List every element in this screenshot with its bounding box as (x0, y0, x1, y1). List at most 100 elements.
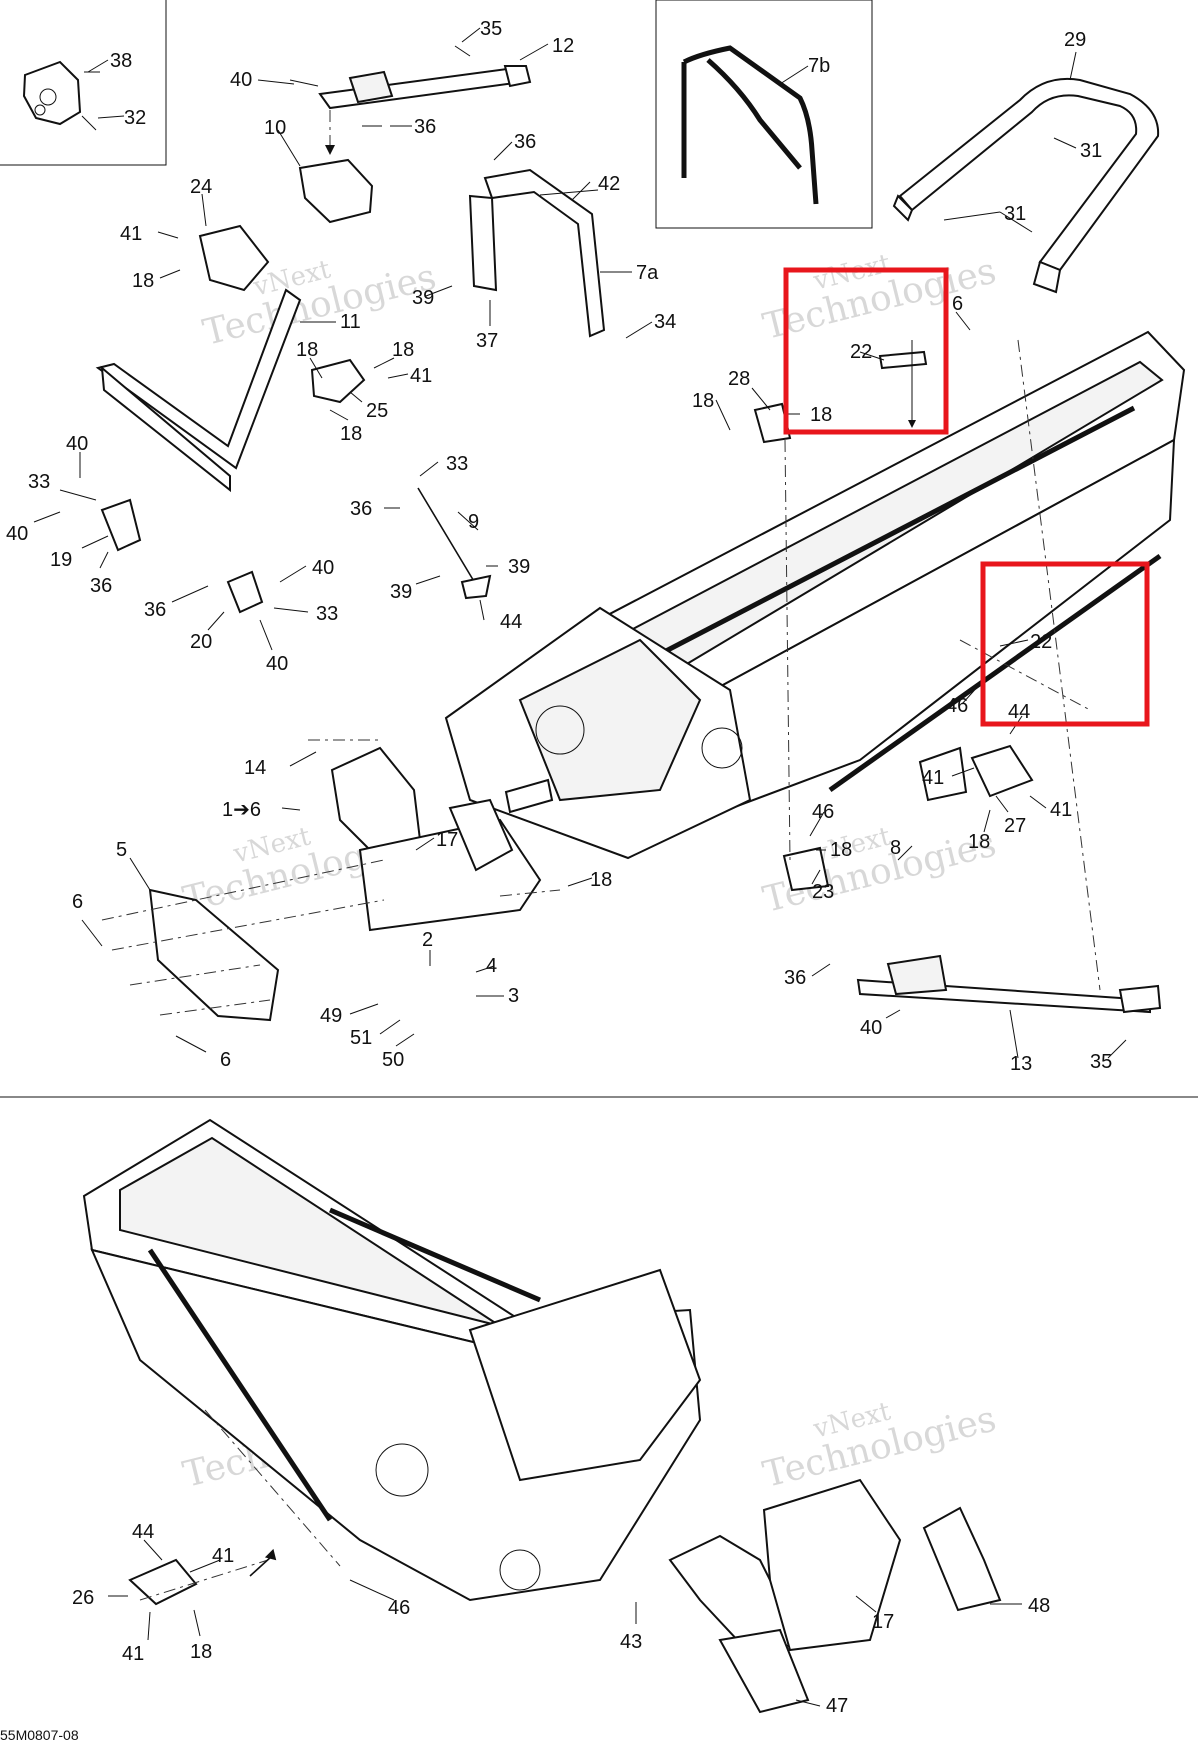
callout-label: 51 (350, 1027, 372, 1049)
callout-label: 39 (412, 287, 434, 309)
callout-label: 2 (422, 929, 433, 951)
callout-label: 19 (50, 549, 72, 571)
bracket-10 (298, 158, 374, 224)
callout-label: 6 (220, 1049, 231, 1071)
callout-label: 36 (350, 498, 372, 520)
callout-label: 41 (922, 767, 944, 789)
callout-label: 27 (1004, 815, 1026, 837)
callout-label: 17 (436, 829, 458, 851)
callout-label: 18 (968, 831, 990, 853)
callout-label: 18 (340, 423, 362, 445)
callout-label: 33 (316, 603, 338, 625)
rod-9 (417, 487, 492, 600)
callout-label: 10 (264, 117, 286, 139)
callout-label: 40 (312, 557, 334, 579)
tube-12 (289, 45, 532, 155)
callout-label: 41 (122, 1643, 144, 1665)
callout-label: 1➔6 (222, 799, 261, 821)
callout-label: 42 (598, 173, 620, 195)
callout-label: 11 (340, 311, 361, 333)
bracket-19 (100, 498, 142, 552)
tunnel-upper (444, 330, 1186, 860)
callout-label: 22 (850, 341, 872, 363)
callout-label: 23 (812, 881, 834, 903)
callout-label: 26 (72, 1587, 94, 1609)
callout-label: 34 (654, 311, 676, 333)
centerlines-upper (101, 339, 1101, 1016)
callout-label: 48 (1028, 1595, 1050, 1617)
callout-label: 36 (514, 131, 536, 153)
callout-label: 32 (124, 107, 146, 129)
callout-label: 36 (784, 967, 806, 989)
inset-frames (0, 0, 1198, 1098)
hoop-29 (892, 77, 1160, 294)
callout-label: 40 (266, 653, 288, 675)
callout-label: 46 (812, 801, 834, 823)
callouts: 38 32 35 12 40 36 10 7b 29 31 31 24 41 1… (6, 18, 1112, 1717)
callout-label: 35 (1090, 1051, 1112, 1073)
suspension-upper (148, 744, 1162, 1022)
callout-label: 14 (244, 757, 266, 779)
callout-label: 4 (486, 955, 497, 977)
callout-label: 49 (320, 1005, 342, 1027)
callout-label: 28 (728, 368, 750, 390)
callout-label: 40 (66, 433, 88, 455)
hoop-7b (681, 45, 819, 205)
callout-label: 9 (468, 511, 479, 533)
callout-label: 25 (366, 400, 388, 422)
callout-label: 41 (1050, 799, 1072, 821)
callout-label: 13 (1010, 1053, 1032, 1075)
figure-code: 55M0807-08 (0, 1727, 79, 1743)
callout-label: 40 (860, 1017, 882, 1039)
callout-label: 3 (508, 985, 519, 1007)
callout-label: 35 (480, 18, 502, 40)
callout-label: 22 (1030, 631, 1052, 653)
tunnel-lower (82, 1118, 1002, 1714)
bracket-25 (310, 358, 366, 404)
callout-label: 44 (1008, 701, 1030, 723)
callout-label: 17 (872, 1611, 894, 1633)
callout-label: 50 (382, 1049, 404, 1071)
callout-label: 47 (826, 1695, 848, 1717)
callout-label: 8 (890, 837, 901, 859)
callout-label: 44 (500, 611, 522, 633)
callout-label: 18 (132, 270, 154, 292)
highlight-box-upper (783, 267, 949, 435)
callout-label: 46 (388, 1597, 410, 1619)
callout-label: 40 (6, 523, 28, 545)
callout-label: 36 (414, 116, 436, 138)
callout-label: 38 (110, 50, 132, 72)
callout-label: 18 (692, 390, 714, 412)
washer-22-upper (878, 340, 928, 428)
top-parts (22, 45, 1160, 614)
bracket-7a (468, 168, 606, 338)
bracket-38 (22, 60, 100, 131)
callout-label: 31 (1004, 203, 1026, 225)
frame-11 (95, 224, 302, 493)
callout-label: 24 (190, 176, 212, 198)
callout-label: 18 (590, 869, 612, 891)
bracket-20 (226, 570, 264, 614)
callout-label: 41 (212, 1545, 234, 1567)
callout-label: 29 (1064, 29, 1086, 51)
callout-label: 36 (144, 599, 166, 621)
callout-label: 33 (446, 453, 468, 475)
callout-label: 37 (476, 330, 498, 352)
callout-label: 18 (190, 1641, 212, 1663)
highlight-box-lower (980, 561, 1150, 727)
callout-label: 7a (636, 262, 659, 284)
plate-28 (753, 402, 792, 444)
callout-label: 43 (620, 1631, 642, 1653)
callout-label: 39 (508, 556, 530, 578)
callout-label: 7b (808, 55, 830, 77)
callout-label: 12 (552, 35, 574, 57)
callout-label: 41 (410, 365, 432, 387)
callout-label: 44 (132, 1521, 154, 1543)
centerlines-lower (139, 1409, 341, 1601)
highlight-boxes (783, 267, 1150, 727)
callout-label: 40 (230, 69, 252, 91)
callout-label: 6 (952, 293, 963, 315)
callout-label: 6 (72, 891, 83, 913)
callout-label: 31 (1080, 140, 1102, 162)
